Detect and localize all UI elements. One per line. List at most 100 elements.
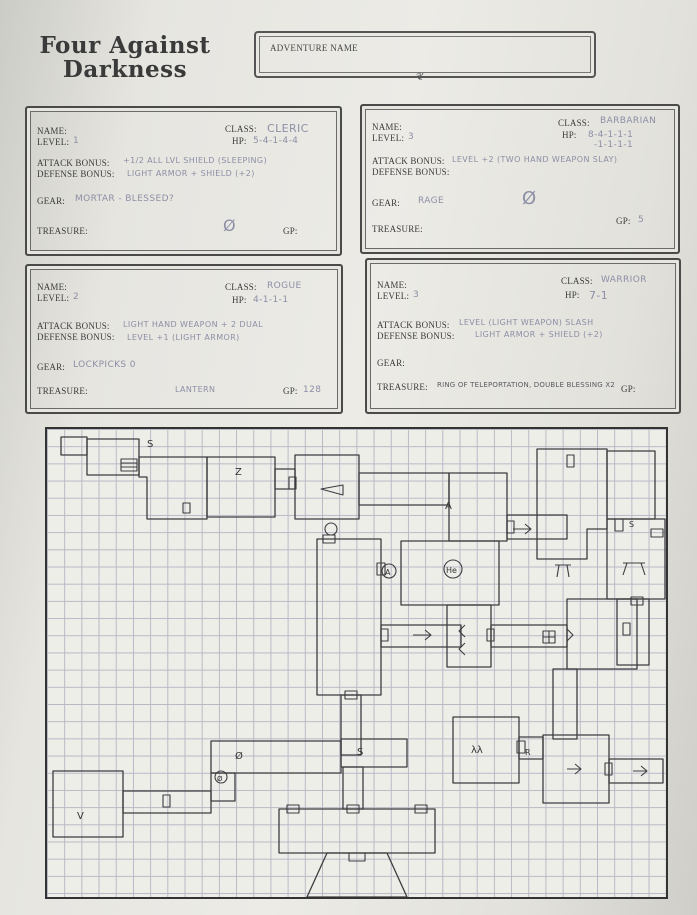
- room-right-edge: [606, 518, 666, 600]
- logo-line-2: Darkness: [62, 56, 188, 83]
- gear-value: MORTAR - BLESSED?: [75, 194, 175, 204]
- door: [622, 622, 631, 636]
- character-card-3: NAME: LEVEL: 2 CLASS: ROGUE HP: 4-1-1-1 …: [25, 264, 343, 414]
- adventure-name-label: ADVENTURE NAME: [270, 43, 358, 53]
- map-label-zero-2: Ø: [217, 775, 223, 783]
- attack-bonus-value: LEVEL +2 (TWO HAND WEAPON SLAY): [452, 155, 618, 164]
- class-label: CLASS:: [225, 124, 257, 134]
- map-label-s-mid: S: [357, 747, 363, 758]
- level-value: 2: [73, 292, 80, 302]
- hp-label: HP:: [565, 290, 580, 300]
- attack-bonus-value: LEVEL (LIGHT WEAPON) SLASH: [459, 318, 594, 327]
- triangle-icon: [320, 484, 344, 496]
- treasure-value: Ø: [223, 216, 236, 235]
- defense-bonus-value: LIGHT ARMOR + SHIELD (+2): [475, 330, 603, 339]
- door: [414, 804, 428, 814]
- gp-value: 128: [303, 385, 322, 395]
- name-label: NAME:: [377, 280, 407, 290]
- room-top-right: [536, 448, 608, 560]
- chevron-icon: [458, 624, 466, 638]
- gear-value: LOCKPICKS 0: [73, 360, 136, 370]
- corridor-south: [342, 766, 364, 810]
- level-value: 3: [408, 132, 415, 142]
- door: [614, 518, 624, 532]
- hp-value: 5-4-1-4-4: [253, 136, 299, 146]
- map-label-s-top: S: [147, 439, 153, 450]
- door: [182, 502, 191, 514]
- door: [630, 596, 644, 606]
- room-south-stairs: [306, 852, 408, 897]
- door: [506, 520, 515, 534]
- corridor-upper: [274, 468, 296, 490]
- arrow-icon: [567, 763, 582, 775]
- name-label: NAME:: [372, 122, 402, 132]
- gp-label: GP:: [283, 226, 298, 236]
- arrow-icon: [513, 523, 532, 535]
- hp-label: HP:: [562, 130, 577, 140]
- level-value: 3: [413, 290, 420, 300]
- map-label-s-right: S: [629, 520, 634, 529]
- room-south-hall: [278, 808, 436, 854]
- ornament-icon: ❦: [416, 72, 425, 83]
- class-value: ROGUE: [267, 281, 302, 291]
- room-pi: [606, 450, 656, 520]
- corridor-to-a: [358, 472, 450, 506]
- class-value: BARBARIAN: [600, 116, 657, 126]
- treasure-value: LANTERN: [175, 385, 216, 394]
- gear-label: GEAR:: [37, 362, 65, 372]
- treasure-value: RING OF TELEPORTATION, DOUBLE BLESSING X…: [437, 381, 615, 389]
- game-logo: Four Against Darkness: [30, 34, 220, 82]
- gp-label: GP:: [283, 386, 298, 396]
- name-label: NAME:: [37, 126, 67, 136]
- attack-bonus-label: ATTACK BONUS:: [37, 158, 110, 168]
- hp-value: 7-1: [589, 289, 609, 302]
- room-entry: [60, 436, 88, 456]
- map-label-zero-1: Ø: [235, 750, 243, 762]
- room-gate: [566, 598, 638, 670]
- treasure-value: Ø: [522, 188, 537, 209]
- adventure-name-box[interactable]: ADVENTURE NAME ❦: [254, 31, 596, 83]
- gate-icon: [555, 564, 571, 578]
- map-label-r: R: [525, 748, 531, 757]
- character-card-4: NAME: LEVEL: 3 CLASS: WARRIOR HP: 7-1 AT…: [365, 258, 681, 414]
- chevron-icon: [458, 642, 466, 656]
- level-label: LEVEL:: [377, 291, 410, 301]
- door: [650, 528, 664, 538]
- stairs-icon: [120, 458, 138, 472]
- door: [486, 628, 495, 642]
- room-far-right: [616, 598, 650, 666]
- hp-value: 4-1-1-1: [253, 295, 289, 305]
- door: [162, 794, 171, 808]
- room-r: [518, 736, 544, 760]
- treasure-label: TREASURE:: [377, 382, 428, 392]
- room-z: [206, 456, 276, 518]
- room-center-tall: [316, 538, 382, 696]
- room-center-diamond: [446, 604, 492, 668]
- door: [346, 804, 360, 814]
- level-label: LEVEL:: [37, 137, 70, 147]
- level-value: 1: [73, 136, 80, 146]
- attack-bonus-value: +1/2 ALL LVL SHIELD (SLEEPING): [123, 156, 268, 165]
- room-s: [340, 738, 408, 768]
- hp-label: HP:: [232, 295, 247, 305]
- dungeon-drawing: S Z A He A λλ R S V Ø Ø S: [52, 436, 666, 897]
- room-lower-left: [210, 740, 342, 774]
- treasure-label: TREASURE:: [37, 386, 88, 396]
- gear-label: GEAR:: [37, 196, 65, 206]
- door: [376, 562, 386, 576]
- room-he: [400, 540, 500, 606]
- room-a: [448, 472, 508, 542]
- defense-bonus-label: DEFENSE BONUS:: [377, 331, 455, 341]
- defense-bonus-value: LIGHT ARMOR + SHIELD (+2): [127, 169, 255, 178]
- door: [286, 804, 300, 814]
- defense-bonus-label: DEFENSE BONUS:: [372, 167, 450, 177]
- token-icon: [381, 563, 397, 579]
- arrow-icon: [413, 629, 432, 641]
- room-top-center: [294, 454, 360, 520]
- token-icon: [443, 559, 463, 579]
- dungeon-map: S Z A He A λλ R S V Ø Ø S: [45, 427, 668, 899]
- map-label-a: A: [445, 501, 452, 512]
- doors: [162, 454, 664, 862]
- door: [344, 690, 358, 700]
